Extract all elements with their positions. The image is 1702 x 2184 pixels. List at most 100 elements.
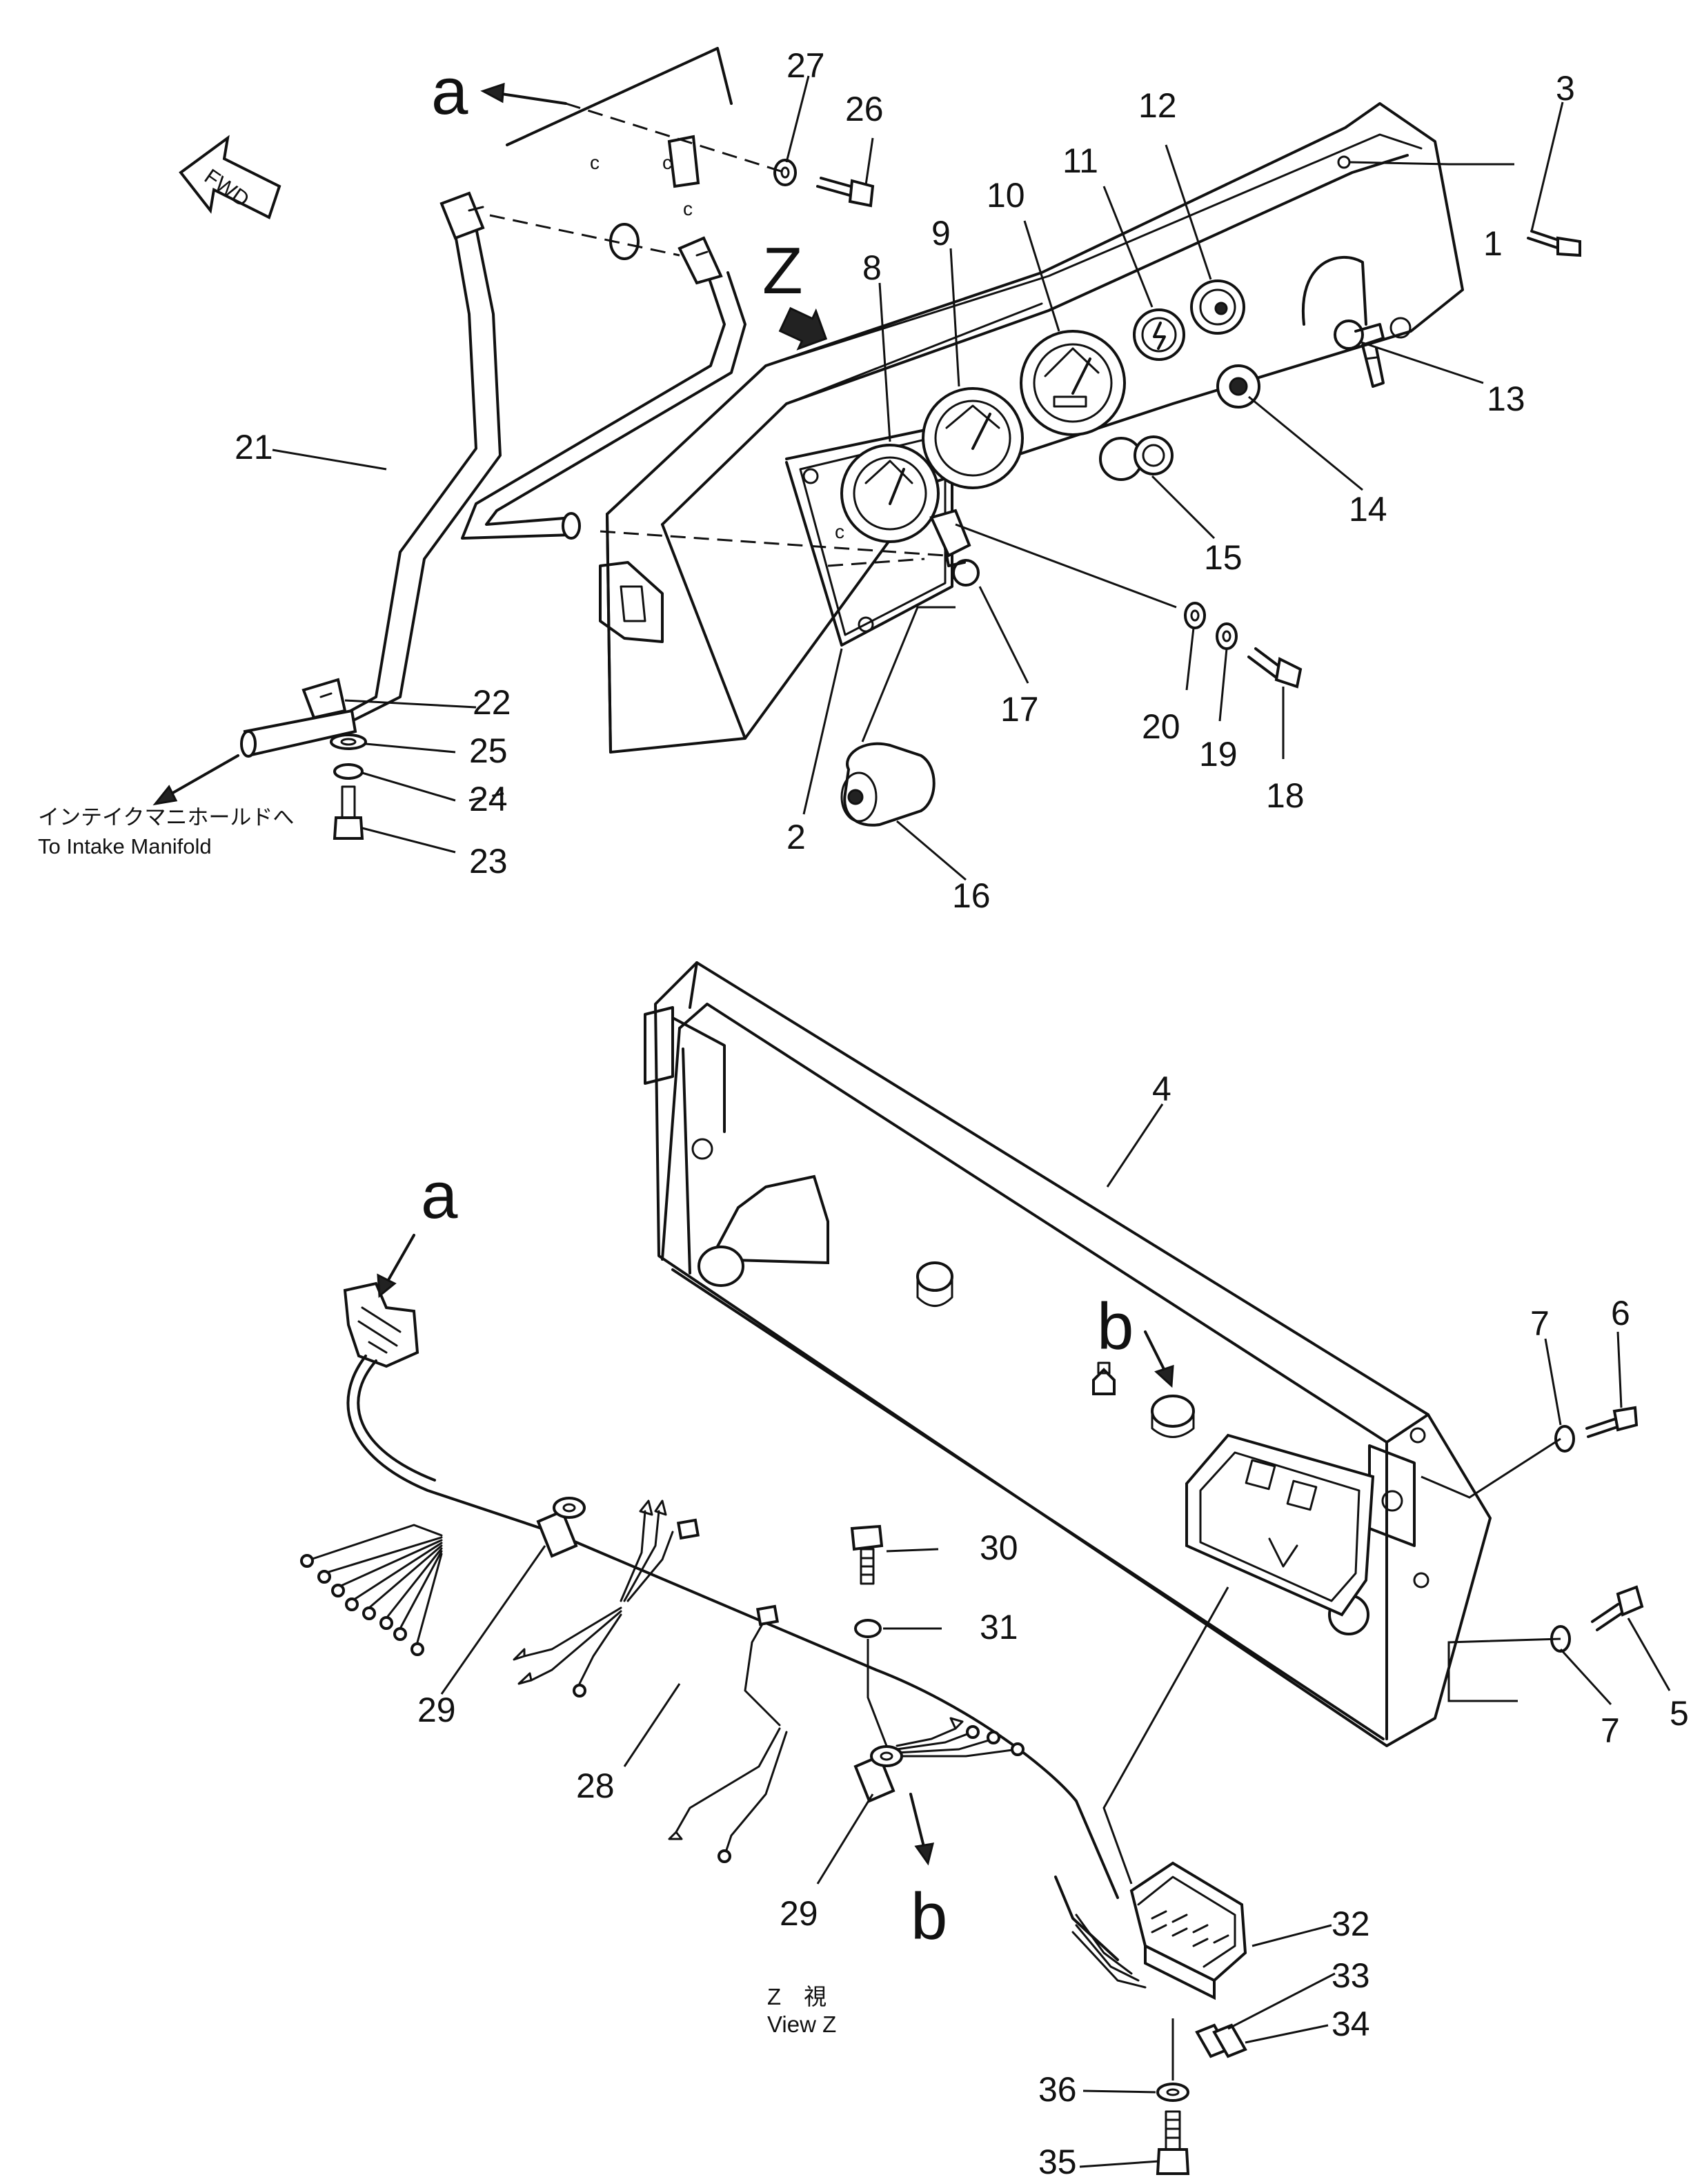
bolt-18 (1247, 647, 1303, 689)
callout-31: 31 (980, 1608, 1018, 1646)
callout-14: 14 (1349, 490, 1387, 529)
bolt-6 (1585, 1406, 1639, 1438)
callout-11: 11 (1062, 141, 1098, 180)
callout-21: 21 (235, 428, 273, 466)
callout-8: 8 (862, 248, 882, 287)
leader-31-29 (867, 1639, 888, 1747)
washer-7-upper (1554, 1425, 1575, 1453)
callout-22: 22 (473, 683, 511, 722)
view-z-label: Z (762, 234, 803, 308)
callout-2: 2 (786, 818, 806, 856)
instrument-panel-housing (599, 102, 1464, 754)
ref-arrow-b-bottom (909, 1793, 935, 1866)
callout-27: 27 (786, 46, 825, 85)
callout-30: 30 (980, 1528, 1018, 1567)
callout-13: 13 (1487, 380, 1525, 418)
bolt-26 (816, 177, 875, 208)
fuse-33-34 (1195, 2023, 1247, 2058)
intake-arrowhead (152, 785, 178, 806)
callout-33: 33 (1332, 1956, 1370, 1995)
ref-arrow-a-bottom (377, 1234, 415, 1299)
callout-20: 20 (1142, 707, 1180, 746)
gauge-8 (840, 444, 940, 543)
lockwasher-24 (333, 763, 364, 780)
clamp-29-right (853, 1745, 903, 1803)
ref-arrow-b-top (1144, 1330, 1174, 1388)
callout-17: 17 (1000, 690, 1039, 729)
bolt-23 (333, 785, 364, 840)
connector-32 (1129, 1861, 1247, 2000)
gauge-10 (1020, 330, 1126, 436)
clamp-29-left (536, 1497, 586, 1558)
charge-lamp-11 (1133, 308, 1185, 361)
bolt-30 (850, 1524, 884, 1585)
callout-9: 9 (931, 214, 951, 253)
wiring-harness-28 (300, 1281, 1147, 1989)
callout-29-right: 29 (780, 1894, 818, 1933)
key-switch-13 (1334, 319, 1385, 388)
callout-28: 28 (576, 1767, 615, 1805)
callout-26: 26 (845, 90, 884, 128)
bottom-assembly (300, 961, 1671, 2175)
callout-15: 15 (1204, 538, 1243, 577)
top-assembly (152, 47, 1581, 881)
lamp-12 (1190, 279, 1245, 335)
washer-20 (1184, 602, 1206, 629)
callout-7-lower: 7 (1601, 1711, 1620, 1750)
callout-12: 12 (1138, 86, 1177, 125)
callout-18: 18 (1266, 776, 1305, 815)
bolt-35 (1156, 2110, 1190, 2175)
callout-10: 10 (987, 176, 1025, 215)
washer-19 (1216, 622, 1238, 650)
intake-arrow (164, 754, 239, 798)
ref-label-b-bottom: b (911, 1880, 947, 1954)
washer-31 (854, 1619, 882, 1638)
callout-29-left: 29 (417, 1691, 456, 1729)
ref-c-1: c (590, 152, 600, 173)
intake-note-jp: インテイクマニホールドへ (38, 805, 294, 829)
lamp-15 (1099, 435, 1174, 481)
callout-35: 35 (1038, 2143, 1077, 2181)
ref-arrow-a-top (480, 82, 567, 105)
clamp-22 (301, 678, 347, 720)
ref-c-2: c (662, 152, 672, 173)
callout-34: 34 (1332, 2005, 1370, 2043)
view-label-en: View Z (767, 2011, 836, 2037)
panel-edge (506, 47, 733, 146)
callout-25: 25 (469, 731, 508, 770)
callout-6: 6 (1611, 1294, 1630, 1332)
callout-1: 1 (1483, 224, 1503, 263)
ref-c-4: c (835, 521, 844, 542)
callout-24: 24 (469, 780, 508, 818)
callout-5: 5 (1670, 1694, 1689, 1733)
bolt-3 (1527, 230, 1581, 257)
washer-36 (1156, 2083, 1189, 2102)
view-label-jp: Z 視 (767, 1984, 827, 2009)
callout-36: 36 (1038, 2070, 1077, 2109)
callout-leaders (272, 75, 1564, 881)
elbow-fitting-17 (929, 509, 980, 587)
ref-label-b-top: b (1097, 1290, 1134, 1364)
hose-21 (240, 191, 746, 758)
intake-note-en: To Intake Manifold (38, 834, 212, 858)
gauge-9 (922, 387, 1024, 489)
callout-4: 4 (1152, 1070, 1171, 1108)
ref-label-a-top: a (431, 55, 468, 128)
bolt-5 (1591, 1585, 1644, 1631)
labels: 1 2 3 4 5 6 7 7 8 9 10 11 12 13 14 15 16… (38, 46, 1689, 2181)
washer-27 (773, 159, 797, 186)
ref-label-a-bottom: a (421, 1159, 458, 1232)
callout-19: 19 (1199, 735, 1238, 774)
callout-16: 16 (952, 876, 991, 915)
callout-3: 3 (1556, 69, 1575, 108)
callout-leaders-bottom (440, 1103, 1671, 2168)
buzzer-16 (840, 742, 936, 827)
ref-c-3: c (683, 198, 693, 219)
view-z-arrow (778, 306, 828, 351)
dashed-leaders (468, 102, 946, 802)
fwd-arrow-icon (179, 135, 281, 219)
callout-7-upper: 7 (1530, 1304, 1550, 1343)
callout-23: 23 (469, 842, 508, 881)
washer-25 (330, 734, 367, 750)
